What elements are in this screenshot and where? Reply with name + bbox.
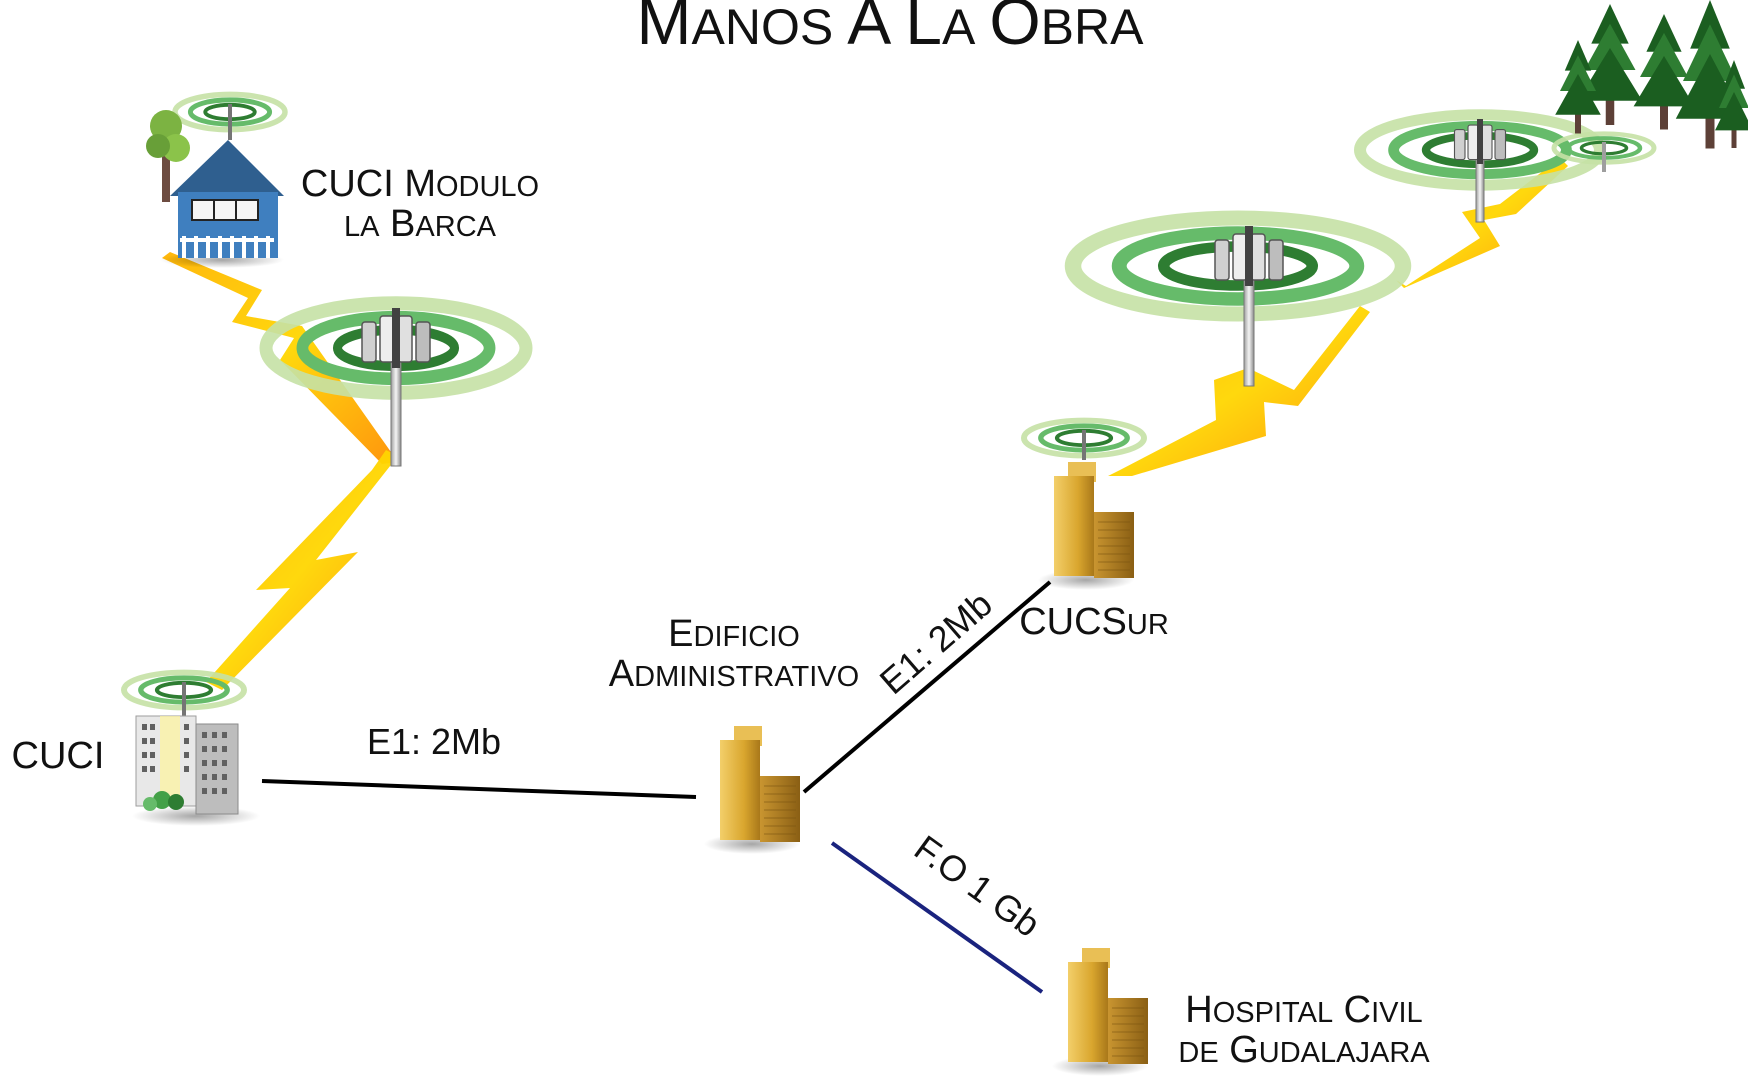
office-building-icon (1051, 947, 1149, 1077)
title-part: O (989, 0, 1040, 58)
title-part: M (637, 0, 692, 58)
link-cuci-edificio (261, 779, 697, 799)
node-label-part: H (1185, 989, 1212, 1031)
node-label-part: DE (1178, 1037, 1218, 1069)
tree-icon (146, 110, 190, 202)
link-edificio-hospital (830, 841, 1044, 994)
node-label-part: A (609, 653, 635, 695)
node-label-la-barca-line2: LA BARCA (344, 203, 497, 245)
node-label-part: UR (1127, 609, 1169, 641)
node-label-part: DMINISTRATIVO (634, 661, 859, 693)
antenna-rings-icon (175, 94, 285, 140)
node-label-hospital-line1: HOSPITAL CIVIL (1185, 989, 1422, 1031)
link-label-edificio-hospital: F.O 1 Gb (907, 827, 1048, 945)
node-cuci: CUCI (12, 672, 260, 826)
antenna-rings-icon (124, 672, 244, 716)
node-label-la-barca-line1: CUCI MODULO (301, 163, 539, 205)
wireless-link-tower-cuci (206, 450, 398, 690)
wireless-link-labarca-tower (162, 252, 398, 464)
link-label-cuci-edificio: E1: 2Mb (367, 721, 501, 762)
office-building-icon (1037, 461, 1135, 591)
node-edificio-administrativo: EDIFICIO ADMINISTRATIVO (609, 613, 859, 855)
node-label-part: ODULO (436, 171, 539, 203)
node-label-edificio-line1: EDIFICIO (668, 613, 800, 655)
node-label-part: ARCA (415, 211, 496, 243)
node-cucsur: CUCSUR (1019, 420, 1169, 643)
title-part: A (847, 0, 891, 58)
relay-tower-left (266, 303, 526, 467)
title-part: L (905, 0, 942, 58)
node-label-hospital-line2: DE GUDALAJARA (1178, 1029, 1430, 1071)
node-label-part: C (1333, 989, 1371, 1031)
node-label-part: DIFICIO (694, 621, 800, 653)
house-icon (160, 140, 284, 268)
node-label-part: G (1219, 1029, 1259, 1071)
node-label-part: UDALAJARA (1259, 1037, 1430, 1069)
node-label-cuci: CUCI (12, 735, 105, 777)
node-la-barca: CUCI MODULO LA BARCA (146, 94, 539, 268)
wireless-link-cucsur-tower (1108, 306, 1370, 476)
title-part: A (942, 0, 976, 55)
title-part: BRA (1041, 0, 1144, 55)
office-building-icon (703, 725, 801, 855)
node-label-part: CUCS (1019, 601, 1127, 643)
node-label-part: IVIL (1371, 997, 1423, 1029)
title-part: ANOS (692, 0, 834, 55)
apartment-building-icon (132, 715, 260, 826)
node-label-part: B (380, 203, 416, 245)
node-label-edificio-line2: ADMINISTRATIVO (609, 653, 859, 695)
wireless-link-tower-tower (1396, 158, 1568, 288)
relay-tower-far (1360, 115, 1654, 223)
relay-tower-right (1073, 218, 1403, 387)
link-edificio-cucsur (802, 580, 1052, 794)
node-label-part: CUCI M (301, 163, 436, 205)
antenna-rings-icon (1554, 134, 1654, 172)
node-label-part: E (668, 613, 693, 655)
node-label-part: LA (344, 211, 380, 243)
antenna-rings-icon (1024, 420, 1144, 460)
node-label-cucsur: CUCSUR (1019, 601, 1169, 643)
node-hospital-civil: HOSPITAL CIVIL DE GUDALAJARA (1051, 947, 1430, 1077)
node-label-part: OSPITAL (1213, 997, 1333, 1029)
